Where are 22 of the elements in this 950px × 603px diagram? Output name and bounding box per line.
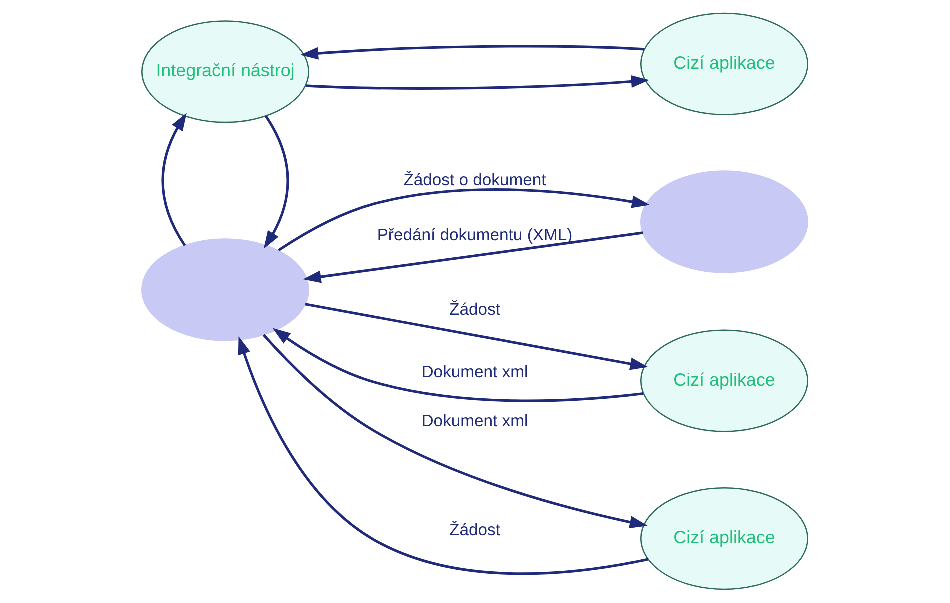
arrow (300, 45, 645, 60)
edge-label: Předání dokumentu (XML) (377, 225, 573, 244)
arrow (278, 188, 650, 252)
arrow (306, 75, 650, 90)
node-ellipse (640, 170, 809, 274)
edge-label: Dokument xml (422, 362, 528, 382)
arrow (303, 232, 644, 284)
arrow (272, 328, 644, 402)
arrow (162, 113, 187, 246)
node-ellipse: Cizí aplikace (640, 488, 809, 590)
node-ellipse: Cizí aplikace (640, 330, 809, 432)
node-ellipse: Cizí aplikace (640, 12, 809, 116)
edge-label: Žádost (450, 520, 500, 540)
edge-label: Dokument xml (422, 411, 528, 430)
arrow (262, 334, 648, 529)
node-ellipse: Integrační nástroj (141, 20, 310, 124)
edge-label: Žádost o dokument (404, 170, 546, 190)
arrow (305, 303, 648, 370)
edge-label: Žádost (450, 300, 500, 319)
node-ellipse (141, 238, 310, 342)
arrow (238, 336, 649, 576)
arrow (264, 116, 290, 249)
